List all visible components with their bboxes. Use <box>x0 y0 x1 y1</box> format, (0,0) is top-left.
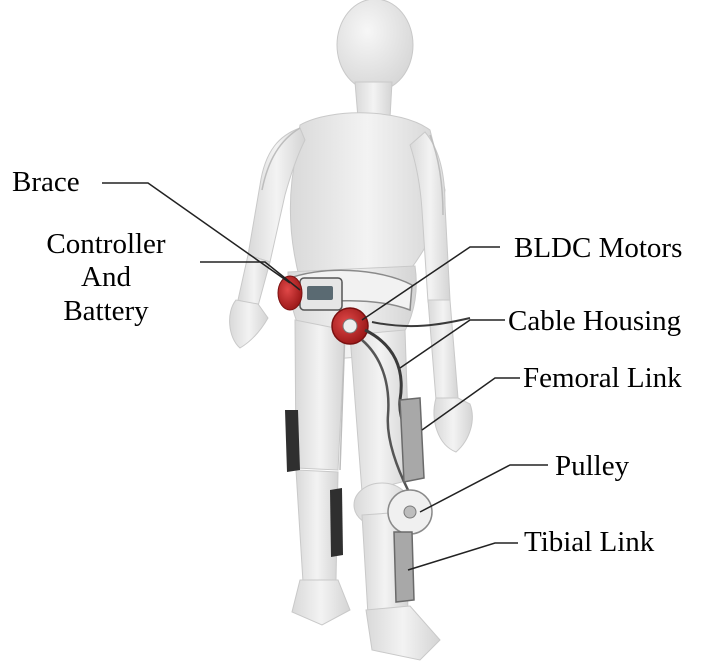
controller-and-battery-label: Controller And Battery <box>18 228 194 328</box>
controller-label-line1: Controller <box>18 228 194 261</box>
mannequin-right-foot <box>366 606 440 660</box>
tibial-link <box>394 532 414 602</box>
tibial-link-leader <box>408 543 518 570</box>
mannequin-head <box>337 0 413 91</box>
mannequin-right-hand <box>434 398 472 452</box>
cable-housing-label: Cable Housing <box>508 305 681 338</box>
left-shin-strap <box>330 488 343 557</box>
pulley-leader <box>420 465 548 512</box>
controller-label-line2: And <box>18 261 194 294</box>
mannequin-left-foot <box>292 580 350 625</box>
bldc-motor-hub <box>343 319 357 333</box>
mannequin-left-hand <box>230 300 268 348</box>
bldc-motors-label: BLDC Motors <box>514 232 682 265</box>
mannequin-right-forearm <box>428 300 458 400</box>
left-leg-strap <box>285 410 300 472</box>
femoral-link <box>400 398 424 482</box>
mannequin-left-thigh <box>295 320 345 470</box>
femoral-link-label: Femoral Link <box>523 362 682 395</box>
pulley-label: Pulley <box>555 450 629 483</box>
controller-label-line3: Battery <box>18 295 194 328</box>
pulley-center <box>404 506 416 518</box>
brace-label: Brace <box>12 166 80 199</box>
controller-screen <box>307 286 333 300</box>
tibial-link-label: Tibial Link <box>524 526 654 559</box>
